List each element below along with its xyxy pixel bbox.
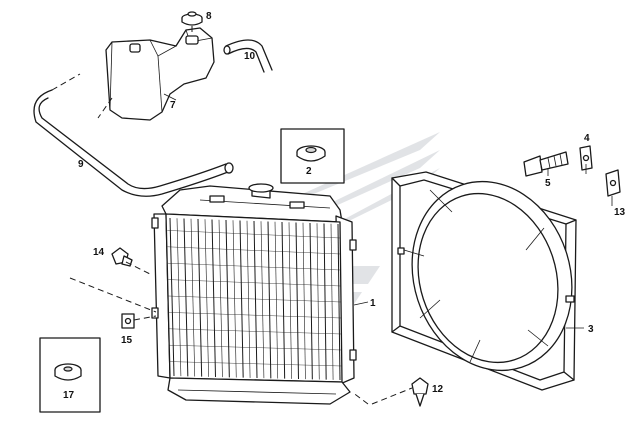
core-fin — [239, 220, 244, 378]
callout-3: 3 — [588, 324, 594, 335]
core-fin — [281, 221, 286, 379]
core-fin — [225, 219, 230, 378]
core-tube — [167, 230, 341, 239]
leader-lines — [163, 93, 613, 329]
core-tube — [169, 361, 342, 367]
core-tube — [168, 295, 342, 303]
core-fin — [288, 222, 292, 379]
core-tube — [168, 312, 342, 319]
core-fin — [246, 220, 251, 378]
core-fin — [267, 221, 272, 379]
core-tube — [169, 328, 342, 335]
bolt-14 — [69, 247, 157, 313]
callout-12: 12 — [432, 384, 444, 395]
core-fin — [253, 220, 258, 379]
radiator — [151, 183, 357, 405]
core-tube — [167, 246, 341, 255]
core-fin — [274, 221, 279, 379]
core-fin — [309, 222, 313, 380]
radiator-cap-inset — [280, 128, 345, 184]
callout-7: 7 — [170, 100, 176, 111]
callout-2: 2 — [306, 166, 312, 177]
core-fin — [197, 218, 203, 377]
tank-cap — [181, 11, 203, 34]
core-tube — [167, 263, 341, 271]
core-fin — [176, 218, 182, 377]
callout-17: 17 — [63, 390, 75, 401]
core-fin — [218, 219, 223, 378]
screw-12 — [351, 377, 429, 407]
expansion-tank — [97, 27, 215, 121]
core-fin — [190, 218, 196, 377]
callout-15: 15 — [121, 335, 133, 346]
callout-labels: 1 2 3 4 5 7 8 9 10 12 13 14 15 17 — [63, 11, 626, 401]
core-fin — [211, 219, 216, 378]
core-fin — [302, 222, 306, 380]
callout-9: 9 — [78, 159, 84, 170]
overflow-hose — [33, 73, 234, 197]
callout-5: 5 — [545, 178, 551, 189]
core-fin — [204, 219, 209, 377]
plate-nut-4 — [579, 145, 593, 171]
clip-nut-15 — [121, 313, 157, 329]
grommet-inset — [39, 337, 101, 413]
callout-4: 4 — [584, 133, 590, 144]
core-fin — [169, 217, 175, 377]
core-fin — [232, 220, 237, 378]
core-fin — [295, 222, 299, 380]
callout-8: 8 — [206, 11, 212, 22]
callout-1: 1 — [370, 298, 376, 309]
core-fin — [183, 218, 189, 377]
radiator-core — [167, 217, 342, 381]
core-tube — [168, 279, 341, 287]
callout-10: 10 — [244, 51, 256, 62]
plate-nut-13 — [605, 169, 621, 197]
small-hose — [223, 39, 273, 73]
callout-13: 13 — [614, 207, 626, 218]
callout-14: 14 — [93, 247, 105, 258]
fan-shroud — [391, 171, 577, 391]
core-tube — [169, 345, 342, 351]
core-fin — [260, 221, 265, 379]
bolt-5 — [523, 151, 569, 177]
